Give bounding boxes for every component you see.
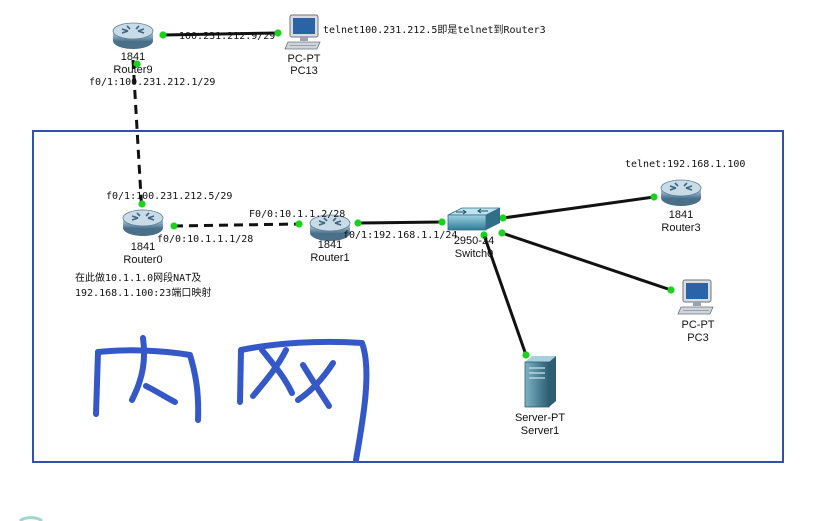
handwriting-stroke bbox=[300, 362, 332, 409]
port-status-dots bbox=[133, 29, 675, 359]
handwriting-stroke bbox=[259, 347, 295, 396]
port-dot bbox=[274, 29, 282, 37]
handwritten-annotation bbox=[93, 335, 370, 463]
port-dot bbox=[159, 31, 167, 39]
handwriting-stroke bbox=[237, 347, 244, 405]
server1-device[interactable]: Server-PT Server1 bbox=[515, 356, 565, 437]
device-model: PC-PT bbox=[288, 53, 321, 65]
device-name: Router1 bbox=[310, 252, 349, 264]
port-dot bbox=[138, 200, 146, 208]
handwriting-stroke bbox=[143, 383, 178, 405]
router-icon bbox=[660, 179, 702, 207]
label-r0-f01: f0/1:100.231.212.5/29 bbox=[106, 191, 232, 202]
partial-icon-edge bbox=[18, 516, 43, 521]
port-dot bbox=[354, 219, 362, 227]
handwriting-stroke bbox=[129, 335, 148, 403]
router-icon bbox=[112, 22, 154, 50]
port-dot bbox=[522, 351, 530, 359]
link-switch0-server1[interactable] bbox=[482, 234, 528, 356]
device-model: PC-PT bbox=[682, 319, 715, 331]
interface-labels: 100.231.212.9/29 telnet100.231.212.5即是te… bbox=[75, 24, 745, 299]
device-name: Server1 bbox=[521, 425, 560, 437]
label-nat-note-line2: 192.168.1.100:23端口映射 bbox=[75, 286, 211, 299]
handwriting-stroke bbox=[250, 347, 289, 399]
label-r9-pc13-ip: 100.231.212.9/29 bbox=[179, 31, 275, 42]
device-name: Router0 bbox=[123, 254, 162, 266]
pc-icon bbox=[284, 14, 321, 50]
link-router9-pc13[interactable] bbox=[162, 31, 279, 37]
device-model: Server-PT bbox=[515, 412, 565, 424]
device-model: 1841 bbox=[669, 209, 693, 221]
pc13-device[interactable]: PC-PT PC13 bbox=[284, 14, 321, 77]
label-r9-f01: f0/1:100.231.212.1/29 bbox=[89, 77, 215, 88]
handwriting-stroke bbox=[295, 360, 336, 403]
device-name: Router3 bbox=[661, 222, 700, 234]
handwriting-stroke bbox=[238, 338, 370, 463]
label-nat-note-line1: 在此做10.1.1.0网段NAT及 bbox=[75, 271, 201, 284]
router-icon bbox=[122, 209, 164, 237]
device-model: 1841 bbox=[121, 51, 145, 63]
router1-device[interactable]: 1841 Router1 bbox=[309, 214, 351, 264]
device-name: PC13 bbox=[290, 65, 318, 77]
router0-device[interactable]: 1841 Router0 bbox=[122, 209, 164, 266]
internal-network-frame bbox=[32, 130, 784, 463]
switch-icon bbox=[447, 207, 501, 231]
label-r0-f00: f0/0:10.1.1.1/28 bbox=[157, 234, 253, 245]
port-dot bbox=[650, 193, 658, 201]
link-switch0-router3[interactable] bbox=[502, 195, 655, 220]
router9-device[interactable]: 1841 Router9 bbox=[112, 22, 154, 76]
server-icon bbox=[524, 356, 556, 408]
port-dot bbox=[438, 218, 446, 226]
pc3-device[interactable]: PC-PT PC3 bbox=[677, 279, 715, 344]
label-telnet-note: telnet100.231.212.5即是telnet到Router3 bbox=[323, 24, 546, 36]
handwriting-stroke bbox=[93, 349, 101, 417]
handwriting-stroke bbox=[95, 347, 202, 423]
router3-device[interactable]: 1841 Router3 bbox=[660, 179, 702, 234]
port-dot bbox=[499, 214, 507, 222]
port-dot bbox=[480, 231, 488, 239]
device-model: 2950-24 bbox=[454, 235, 494, 247]
device-name: PC3 bbox=[687, 332, 708, 344]
label-r1-f01: f0/1:192.168.1.1/24 bbox=[343, 230, 457, 241]
port-dot bbox=[170, 222, 178, 230]
link-router9-router0[interactable] bbox=[131, 59, 144, 215]
label-router3-telnet: telnet:192.168.1.100 bbox=[625, 159, 745, 170]
link-router0-router1[interactable] bbox=[173, 222, 300, 228]
pc-icon bbox=[677, 279, 714, 315]
port-dot bbox=[498, 229, 506, 237]
device-name: Switch0 bbox=[455, 248, 494, 260]
port-dot bbox=[667, 286, 675, 294]
device-model: 1841 bbox=[131, 241, 155, 253]
port-dot bbox=[295, 220, 303, 228]
link-router1-switch0[interactable] bbox=[357, 220, 443, 225]
label-r1-f00: F0/0:10.1.1.2/28 bbox=[249, 209, 345, 220]
switch0-device[interactable]: 2950-24 Switch0 bbox=[447, 207, 501, 260]
device-model: 1841 bbox=[318, 239, 342, 251]
link-switch0-pc3[interactable] bbox=[501, 231, 672, 292]
port-dot bbox=[133, 60, 141, 68]
links bbox=[131, 31, 672, 356]
device-name: Router9 bbox=[113, 64, 152, 76]
